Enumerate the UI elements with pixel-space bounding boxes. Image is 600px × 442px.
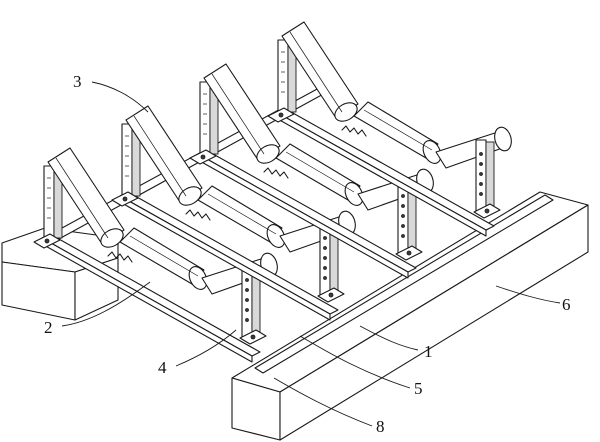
callout-label-2: 2: [44, 318, 53, 337]
foundation-block-front: [231, 191, 589, 441]
base-rail-front: [254, 194, 554, 374]
callout-label-4: 4: [158, 358, 167, 377]
idler-frame-4: [267, 21, 515, 237]
callout-label-3: 3: [73, 72, 82, 91]
callout-label-5: 5: [414, 379, 423, 398]
callout-leaders: [61, 81, 561, 427]
callout-label-8: 8: [376, 417, 385, 436]
callout-label-1: 1: [424, 342, 433, 361]
callout-label-6: 6: [562, 295, 571, 314]
